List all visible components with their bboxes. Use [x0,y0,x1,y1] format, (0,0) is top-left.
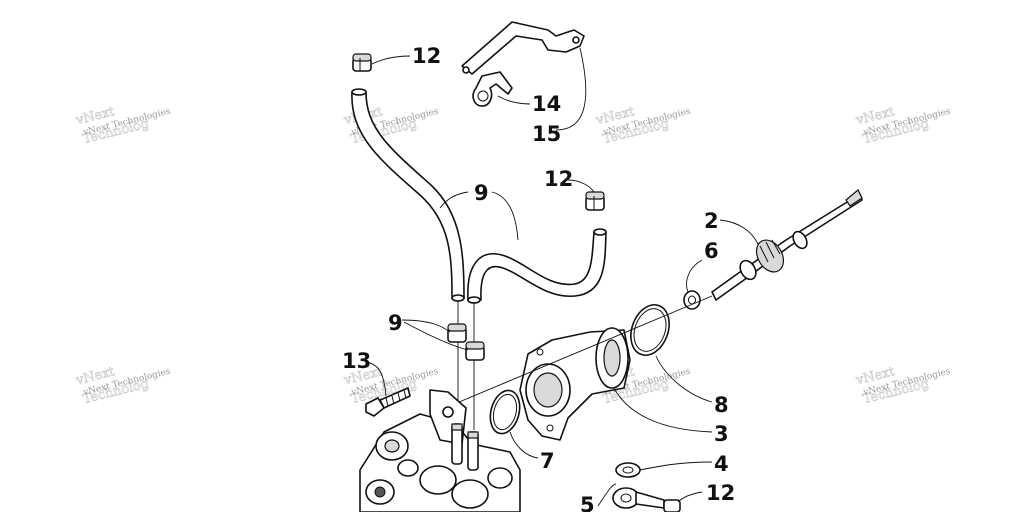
hose-9-left [351,88,465,302]
callout-3: 3 [714,422,729,446]
callout-8: 8 [714,393,729,417]
hose-9-right [467,228,607,304]
callout-4: 4 [714,452,729,476]
clamp-12-right-hose [585,191,605,211]
washer-4 [615,462,641,478]
callout-5: 5 [580,493,595,512]
leader-lines [365,47,759,507]
callouts: 12 14 15 9 12 2 6 9 13 8 3 7 4 5 12 [342,44,735,512]
callout-14: 14 [532,92,561,116]
bolt-13 [365,387,411,417]
callout-12-right: 12 [544,167,573,191]
callout-12-top: 12 [412,44,441,68]
callout-9-lower: 9 [388,311,403,335]
o-ring-8 [630,304,670,356]
banjo-fitting-5 [612,487,665,509]
clamp-12-bottom [663,499,681,512]
oil-pump-body [359,389,521,512]
watermarks: vNext Technolog vNext Technologies vNext… [73,104,952,408]
clip-14 [472,71,513,107]
callout-2: 2 [704,209,719,233]
callout-7: 7 [540,449,555,473]
washer-6 [683,290,701,310]
clamp-9-pair [447,300,485,430]
clamp-12-top-left [352,53,372,72]
drive-shaft-2 [711,189,863,301]
callout-13: 13 [342,349,371,373]
pump-housing-3 [519,327,631,441]
bracket-15 [461,21,585,75]
callout-12-bottom: 12 [706,481,735,505]
callout-15: 15 [532,122,561,146]
callout-9-top: 9 [474,181,489,205]
o-ring-7 [489,389,521,435]
callout-6: 6 [704,239,719,263]
